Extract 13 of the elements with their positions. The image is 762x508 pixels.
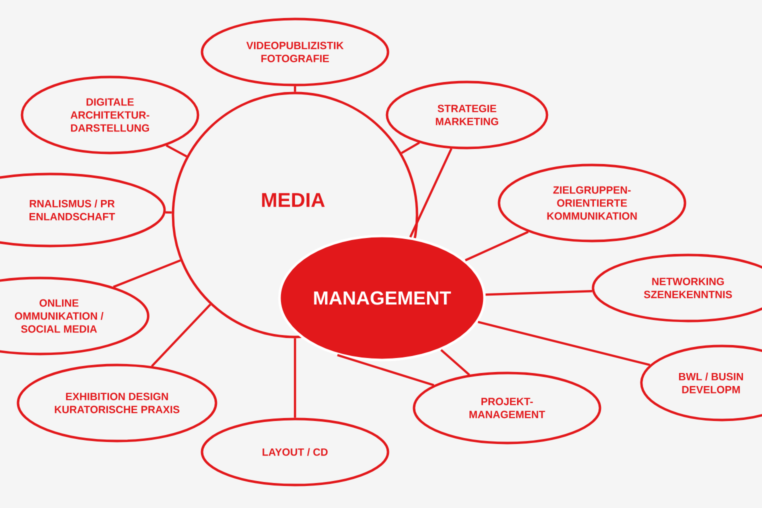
connector-line bbox=[166, 144, 188, 158]
connector-line bbox=[440, 349, 470, 376]
connector-line bbox=[337, 354, 434, 386]
connector-line bbox=[112, 259, 181, 288]
connector-line bbox=[409, 148, 452, 238]
connector-line bbox=[294, 338, 296, 418]
connector-line bbox=[478, 320, 650, 366]
connector-line bbox=[151, 304, 212, 367]
connector-line bbox=[400, 142, 420, 154]
connector-line bbox=[486, 290, 592, 296]
connector-line bbox=[294, 86, 296, 92]
connector-line bbox=[166, 211, 172, 214]
connector-line bbox=[464, 230, 529, 262]
